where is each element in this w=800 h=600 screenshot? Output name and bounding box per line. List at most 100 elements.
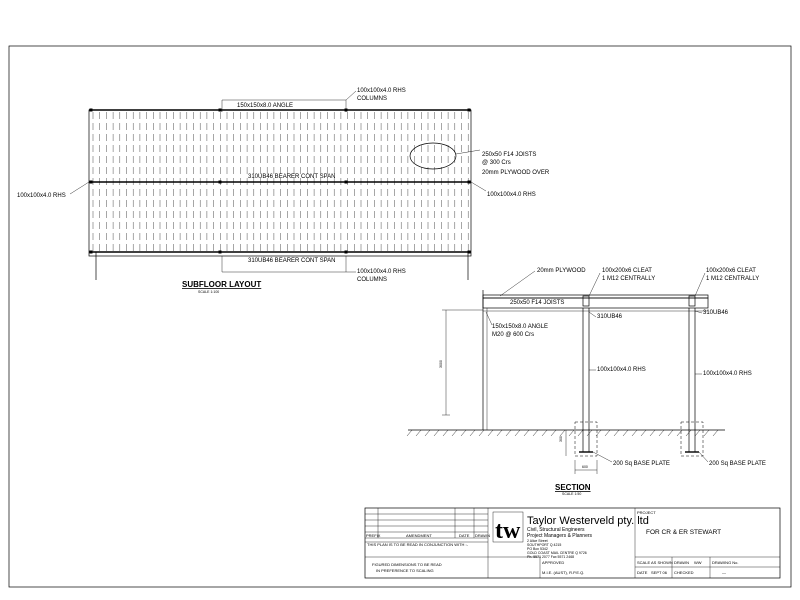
dim-width-text: 600 — [582, 465, 588, 469]
hatch-line — [478, 429, 485, 437]
section-cleat-1 — [582, 295, 590, 307]
leader-base-1 — [592, 451, 613, 463]
hatch-line — [415, 429, 422, 437]
hatch-line — [424, 429, 431, 437]
label-base-2: 200 Sq BASE PLATE — [709, 461, 766, 467]
label-base-1: 200 Sq BASE PLATE — [613, 461, 670, 467]
hatch-line — [703, 429, 710, 437]
hatch-line — [460, 429, 467, 437]
amend-prefix: PREFIX — [366, 533, 381, 538]
joist-callout-ellipse — [409, 142, 457, 170]
firm-line-1: Project Managers & Planners — [527, 533, 593, 539]
label-angle-2: M20 @ 600 Crs — [492, 332, 534, 338]
column-marker — [89, 180, 93, 184]
hatch-line — [613, 429, 620, 437]
column-marker — [218, 180, 222, 184]
firm-line-0: Civil, Structural Engineers — [527, 527, 585, 533]
column-marker — [218, 108, 222, 112]
label-rhs-right: 100x100x4.0 RHS — [487, 192, 536, 198]
leader-joists — [455, 149, 481, 155]
hatch-line — [649, 429, 656, 437]
column-marker — [467, 250, 471, 254]
drawing-no-dash: — — [722, 570, 726, 575]
hatch-line — [550, 429, 557, 437]
hatch-line — [622, 429, 629, 437]
scale-label: SCALE AS SHOWN — [637, 560, 673, 565]
label-joists-3: 20mm PLYWOOD OVER — [482, 170, 550, 176]
firm-line-5: GOLD COAST MAIL CENTRE Q 9726 — [527, 551, 587, 555]
hatch-line — [604, 429, 611, 437]
joist-pattern — [92, 112, 469, 254]
firm-name: Taylor Westerveld pty. ltd — [527, 515, 649, 527]
amend-date: DATE — [459, 533, 470, 538]
ground-hatch — [406, 429, 719, 437]
hatch-line — [541, 429, 548, 437]
label-bearer-2: 310UB46 BEARER CONT SPAN — [248, 258, 335, 264]
hatch-line — [568, 429, 575, 437]
hatch-line — [631, 429, 638, 437]
hatch-line — [586, 429, 593, 437]
leader-rhs-left — [69, 181, 90, 195]
logo-letters: tw — [495, 518, 521, 544]
hatch-line — [640, 429, 647, 437]
label-cleat-2a: 100x200x6 CLEAT — [706, 268, 756, 274]
label-ub-2: 310UB46 — [703, 310, 729, 316]
approved-label: APPROVED — [542, 560, 564, 565]
hatch-line — [685, 429, 692, 437]
leader-ub-2 — [694, 310, 703, 314]
mie-label: M.I.E. (AUST), R.P.E.Q. — [542, 570, 584, 575]
hatch-line — [496, 429, 503, 437]
hatch-line — [442, 429, 449, 437]
label-joists-2: @ 300 Crs — [482, 160, 511, 166]
hatch-line — [577, 429, 584, 437]
label-cleat-1a: 100x200x6 CLEAT — [602, 268, 652, 274]
plan-scale: SCALE 1:100 — [198, 290, 219, 294]
leader-columns-top — [345, 90, 357, 101]
hatch-line — [514, 429, 521, 437]
label-angle: 150x150x8.0 ANGLE — [237, 103, 293, 109]
checked-label: CHECKED — [674, 570, 694, 575]
hatch-line — [523, 429, 530, 437]
leader-ub-1 — [588, 311, 597, 318]
label-columns-top-2: COLUMNS — [357, 96, 387, 102]
section-plywood — [482, 294, 709, 299]
read-note: THIS PLAN IS TO BE READ IN CONJUNCTION W… — [367, 542, 469, 547]
sheet-border — [8, 45, 792, 588]
label-section-joists: 250x50 F14 JOISTS — [510, 300, 564, 306]
label-joists-1: 250x50 F14 JOISTS — [482, 152, 536, 158]
label-angle-1: 150x150x8.0 ANGLE — [492, 324, 548, 330]
section-scale: SCALE 1:50 — [562, 492, 581, 496]
leader-angle — [485, 311, 493, 326]
column-marker — [89, 250, 93, 254]
leader-rhs-right — [470, 181, 487, 192]
hatch-line — [667, 429, 674, 437]
firm-line-2: 2 Alice Street — [527, 539, 548, 543]
hatch-line — [712, 429, 719, 437]
date-label: DATE — [637, 570, 648, 575]
column-marker — [218, 250, 222, 254]
hatch-line — [559, 429, 566, 437]
firm-logo: tw — [492, 511, 524, 544]
label-rhs-2: 100x100x4.0 RHS — [703, 371, 752, 377]
column-marker — [89, 108, 93, 112]
title-block: PREFIX AMENDMENT DATE DRAWN THIS PLAN IS… — [364, 507, 781, 579]
section-footing-1 — [574, 421, 598, 457]
subfloor-plan: 100x100x4.0 RHS COLUMNS 150x150x8.0 ANGL… — [17, 88, 550, 294]
drawn-label: DRAWN — [674, 560, 689, 565]
deck-outline — [88, 109, 472, 257]
section-title: SECTION — [555, 483, 591, 492]
label-bearer-1: 310UB46 BEARER CONT SPAN — [248, 174, 335, 180]
label-rhs-1: 100x100x4.0 RHS — [597, 367, 646, 373]
figured-note-1: FIGURED DIMENSIONS TO BE READ — [372, 562, 442, 567]
date-value: SEPT 06 — [651, 570, 668, 575]
hatch-line — [532, 429, 539, 437]
label-rhs-left: 100x100x4.0 RHS — [17, 193, 66, 199]
firm-line-6: Ph. 5571 2077 Fax 5571 2468 — [527, 555, 574, 559]
plan-title: SUBFLOOR LAYOUT — [182, 280, 261, 289]
section-cleat-2 — [688, 295, 696, 307]
leader-plywood — [499, 270, 536, 297]
hatch-line — [487, 429, 494, 437]
leader-cleat-2 — [694, 272, 706, 297]
drawn-value: WW — [694, 560, 702, 565]
